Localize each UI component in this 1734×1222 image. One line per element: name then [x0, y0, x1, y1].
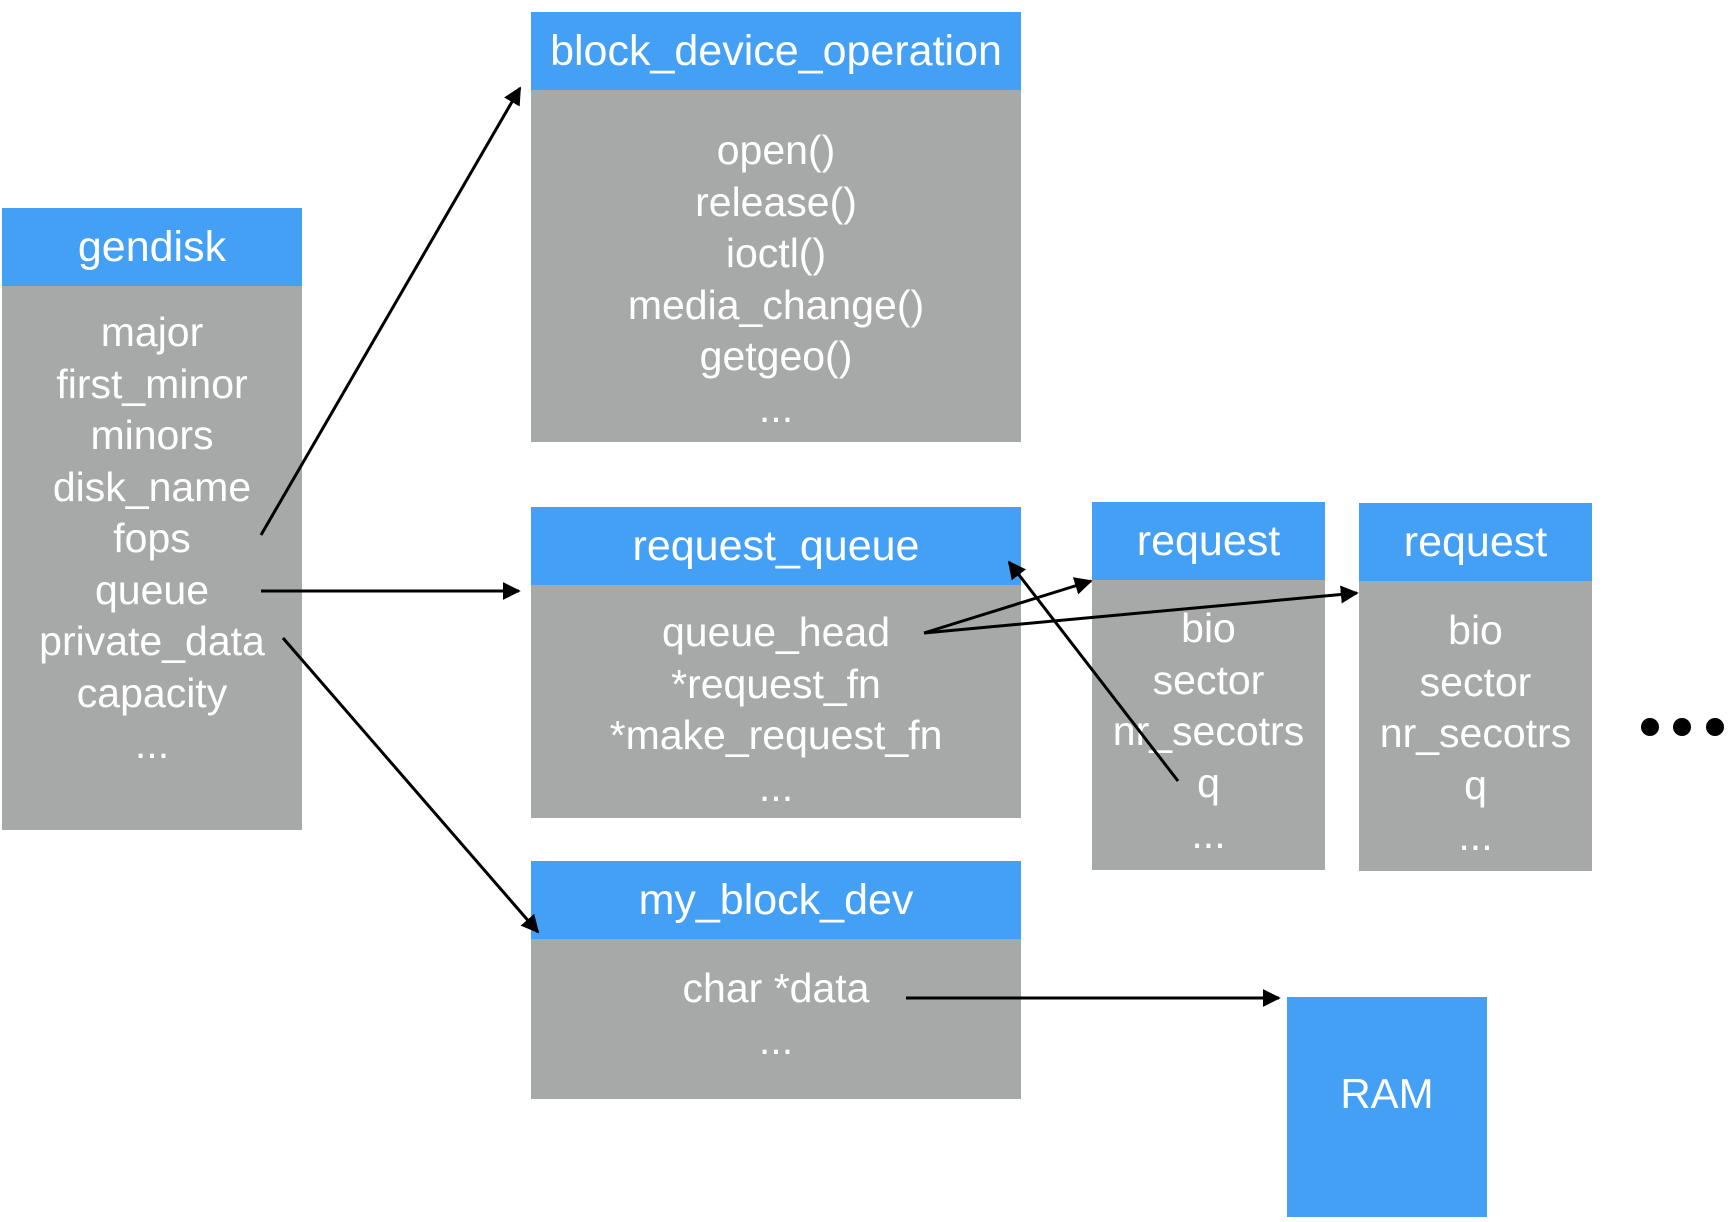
bdo-field-ioctl: ioctl()	[725, 230, 827, 276]
req1-field-q: q	[1197, 759, 1220, 806]
req1-field-sector: sector	[1152, 656, 1265, 703]
rq-field-ellipsis: ...	[758, 763, 794, 810]
arrow-q-to-request-queue	[1007, 560, 1180, 782]
req2-field-sector: sector	[1419, 658, 1532, 705]
mbd-field-char-data: char *data	[682, 965, 870, 1011]
request-box-2: request bio sector nr_secotrs q ...	[1359, 503, 1592, 871]
gendisk-field-queue: queue	[94, 566, 209, 613]
gendisk-fields: major first_minor minors disk_name fops …	[2, 307, 302, 771]
req1-field-ellipsis: ...	[1191, 811, 1226, 857]
req1-field-nr-secotrs: nr_secotrs	[1112, 708, 1305, 754]
request-2-header: request	[1359, 503, 1592, 581]
block-device-operation-header: block_device_operation	[531, 12, 1021, 90]
req2-field-bio: bio	[1448, 607, 1503, 653]
gendisk-struct-box: gendisk major first_minor minors disk_na…	[2, 208, 302, 830]
gendisk-field-private-data: private_data	[39, 618, 265, 664]
request-1-fields: bio sector nr_secotrs q ...	[1092, 603, 1325, 861]
req2-field-nr-secotrs: nr_secotrs	[1379, 710, 1572, 756]
rq-field-request-fn: *request_fn	[671, 660, 881, 707]
continuation-dot-3	[1706, 718, 1724, 736]
bdo-field-open: open()	[716, 127, 836, 173]
request-queue-box: request_queue queue_head *request_fn *ma…	[531, 507, 1021, 818]
block-device-operation-box: block_device_operation open() release() …	[531, 12, 1021, 442]
req2-field-ellipsis: ...	[1458, 813, 1493, 859]
mbd-field-ellipsis: ...	[758, 1016, 794, 1063]
gendisk-field-disk-name: disk_name	[52, 463, 252, 510]
continuation-dot-2	[1673, 718, 1691, 736]
my-block-dev-box: my_block_dev char *data ...	[531, 861, 1021, 1099]
rq-field-queue-head: queue_head	[661, 609, 891, 655]
bdo-field-ellipsis: ...	[758, 384, 794, 431]
request-box-1: request bio sector nr_secotrs q ...	[1092, 502, 1325, 870]
req1-field-bio: bio	[1181, 605, 1236, 651]
request-queue-fields: queue_head *request_fn *make_request_fn …	[531, 607, 1021, 813]
gendisk-field-capacity: capacity	[76, 669, 228, 716]
ram-box: RAM	[1287, 997, 1487, 1217]
bdo-field-release: release()	[695, 178, 857, 225]
arrow-queue-head-to-request-1	[923, 577, 1093, 635]
gendisk-field-fops: fops	[113, 515, 191, 561]
gendisk-header: gendisk	[2, 208, 302, 286]
ram-label: RAM	[1340, 1070, 1434, 1117]
req2-field-q: q	[1464, 761, 1487, 808]
arrow-fops-to-block-device-operation	[259, 86, 522, 536]
gendisk-field-first-minor: first_minor	[56, 360, 248, 407]
arrow-private-data-to-my-block-dev	[281, 637, 540, 934]
continuation-dot-1	[1641, 718, 1659, 736]
request-queue-header: request_queue	[531, 507, 1021, 585]
my-block-dev-fields: char *data ...	[531, 963, 1021, 1066]
rq-field-make-request-fn: *make_request_fn	[609, 712, 943, 758]
bdo-field-media-change: media_change()	[627, 281, 925, 328]
gendisk-field-ellipsis: ...	[134, 721, 170, 767]
gendisk-field-minors: minors	[90, 412, 214, 458]
my-block-dev-header: my_block_dev	[531, 861, 1021, 939]
gendisk-field-major: major	[100, 309, 204, 355]
block-device-operation-fields: open() release() ioctl() media_change() …	[531, 125, 1021, 434]
request-1-header: request	[1092, 502, 1325, 580]
bdo-field-getgeo: getgeo()	[699, 333, 853, 379]
request-2-fields: bio sector nr_secotrs q ...	[1359, 605, 1592, 863]
arrow-queue-head-to-request-2	[923, 585, 1359, 635]
